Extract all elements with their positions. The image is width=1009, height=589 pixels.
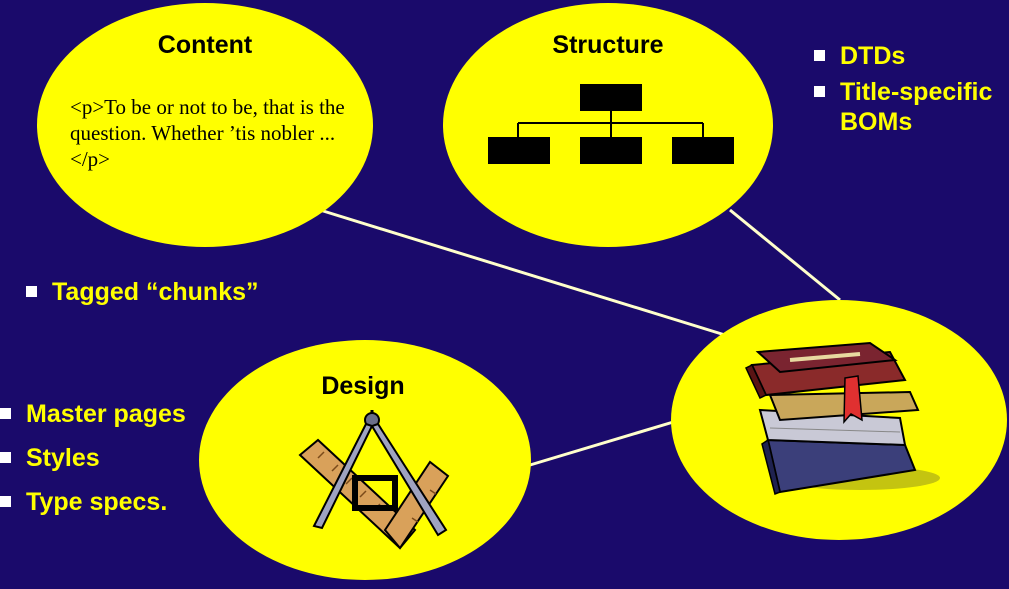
bullet-text: Styles — [26, 444, 100, 472]
list-item: Type specs. — [0, 487, 186, 517]
bullet-icon — [26, 286, 37, 297]
list-item: DTDs — [814, 41, 1009, 71]
bullet-icon — [0, 496, 11, 507]
structure-bullet-list: DTDs Title-specific BOMs — [814, 41, 1009, 137]
compass-square-icon — [298, 410, 450, 550]
list-item: Master pages — [0, 399, 186, 429]
bullet-text: Title-specific BOMs — [840, 78, 993, 136]
structure-ellipse — [443, 3, 773, 247]
design-ellipse — [199, 340, 531, 580]
bullet-text: DTDs — [840, 42, 906, 70]
design-title: Design — [321, 372, 405, 400]
structure-title: Structure — [552, 31, 664, 59]
design-bullet-list: Master pages Styles Type specs. — [0, 399, 186, 517]
content-title: Content — [157, 31, 253, 59]
list-item: Styles — [0, 443, 186, 473]
bullet-text: Type specs. — [26, 488, 168, 516]
content-ellipse — [37, 3, 373, 247]
content-sample-text: <p>To be or not to be, that is the quest… — [70, 95, 345, 171]
list-item: Title-specific BOMs — [814, 77, 1009, 137]
bullet-icon — [0, 452, 11, 463]
bullet-icon — [814, 50, 825, 61]
bullet-text: Master pages — [26, 400, 186, 428]
connector-design-books — [529, 418, 681, 467]
content-bullet-list: Tagged “chunks” — [26, 277, 259, 307]
bullet-icon — [814, 86, 825, 97]
list-item: Tagged “chunks” — [26, 277, 259, 307]
book-stack-icon — [745, 341, 940, 496]
bullet-icon — [0, 408, 11, 419]
connector-content-books — [319, 208, 726, 337]
org-chart-icon — [488, 84, 734, 164]
bullet-text: Tagged “chunks” — [52, 278, 259, 306]
connector-structure-books — [729, 208, 841, 302]
